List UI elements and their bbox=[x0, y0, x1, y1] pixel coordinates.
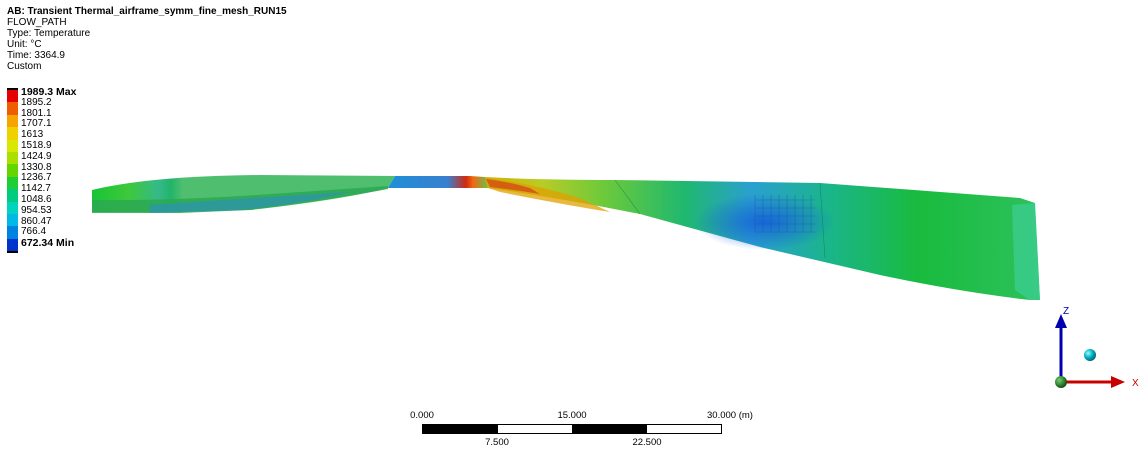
legend-color-band bbox=[7, 127, 18, 140]
scale-segment bbox=[423, 425, 498, 433]
legend-value: 1236.7 bbox=[21, 172, 52, 184]
scale-tick-label: 0.000 bbox=[410, 410, 434, 421]
scale-segment bbox=[498, 425, 573, 433]
legend-labels: 1989.3 Max 1895.2 1801.1 1707.1 1613 151… bbox=[21, 87, 76, 249]
legend-value: 1895.2 bbox=[21, 96, 52, 108]
model-mesh-patch bbox=[754, 195, 815, 233]
legend-color-band bbox=[7, 201, 18, 214]
model-throat-section bbox=[388, 176, 488, 188]
x-axis-label: X bbox=[1132, 378, 1139, 389]
z-axis-arrow bbox=[1055, 314, 1067, 328]
legend-value: 1707.1 bbox=[21, 118, 52, 130]
legend-min-label: 672.34 Min bbox=[21, 237, 75, 250]
legend-color-bar bbox=[7, 88, 18, 254]
result-custom: Custom bbox=[7, 61, 42, 72]
scale-tick-label: 30.000 (m) bbox=[707, 410, 753, 421]
legend-value: 766.4 bbox=[21, 226, 47, 238]
result-type: Type: Temperature bbox=[7, 28, 91, 39]
legend-color-band bbox=[7, 189, 18, 202]
legend-value: 1518.9 bbox=[21, 139, 52, 151]
legend-value: 1613 bbox=[21, 129, 44, 141]
z-axis-label: Z bbox=[1063, 306, 1069, 317]
result-object: FLOW_PATH bbox=[7, 17, 67, 28]
x-axis-arrow bbox=[1111, 376, 1125, 388]
legend-color-band bbox=[7, 102, 18, 115]
scale-tick-label: 7.500 bbox=[485, 437, 509, 448]
legend-max-label: 1989.3 Max bbox=[21, 86, 77, 98]
legend-color-band bbox=[7, 164, 18, 177]
model-hot-core bbox=[486, 179, 540, 194]
scale-segment bbox=[647, 425, 722, 433]
scale-tick-label: 22.500 bbox=[632, 437, 662, 448]
legend-color-band bbox=[7, 176, 18, 190]
result-info: AB: Transient Thermal_airframe_symm_fine… bbox=[7, 6, 287, 72]
legend-color-band bbox=[7, 213, 18, 227]
iso-view-sphere[interactable] bbox=[1084, 349, 1096, 361]
legend-value: 860.47 bbox=[21, 215, 52, 227]
legend-value: 1142.7 bbox=[21, 183, 51, 195]
scale-bar bbox=[422, 424, 722, 434]
legend-color-band bbox=[7, 139, 18, 152]
legend-color-band bbox=[7, 238, 18, 252]
model-front-cool-region bbox=[150, 192, 350, 213]
model-seam bbox=[819, 182, 826, 259]
scale-ruler: 0.000 15.000 30.000 (m) 7.500 22.500 bbox=[400, 410, 780, 454]
legend-color-band bbox=[7, 90, 18, 103]
axis-triad[interactable]: Z X bbox=[1055, 306, 1139, 389]
model-cold-spot bbox=[695, 194, 835, 250]
legend-max-marker bbox=[7, 88, 18, 90]
model-seam bbox=[614, 179, 641, 215]
legend-value: 1048.6 bbox=[21, 193, 52, 205]
legend-color-band bbox=[7, 226, 18, 239]
result-title: AB: Transient Thermal_airframe_symm_fine… bbox=[7, 6, 287, 17]
result-time: Time: 3364.9 bbox=[7, 50, 65, 61]
scale-segment bbox=[572, 425, 647, 433]
legend-color-band bbox=[7, 151, 18, 165]
model-exit-face bbox=[1012, 203, 1040, 300]
triad-origin bbox=[1055, 376, 1067, 388]
legend-color-band bbox=[7, 114, 18, 128]
legend-value: 1330.8 bbox=[21, 161, 52, 173]
result-unit: Unit: °C bbox=[7, 39, 42, 50]
flow-path-model[interactable] bbox=[92, 175, 1040, 300]
legend-min-marker bbox=[7, 251, 18, 254]
legend-value: 954.53 bbox=[21, 204, 52, 216]
legend-value: 1424.9 bbox=[21, 150, 52, 162]
scale-tick-label: 15.000 bbox=[557, 410, 587, 421]
legend-value: 1801.1 bbox=[21, 107, 52, 119]
